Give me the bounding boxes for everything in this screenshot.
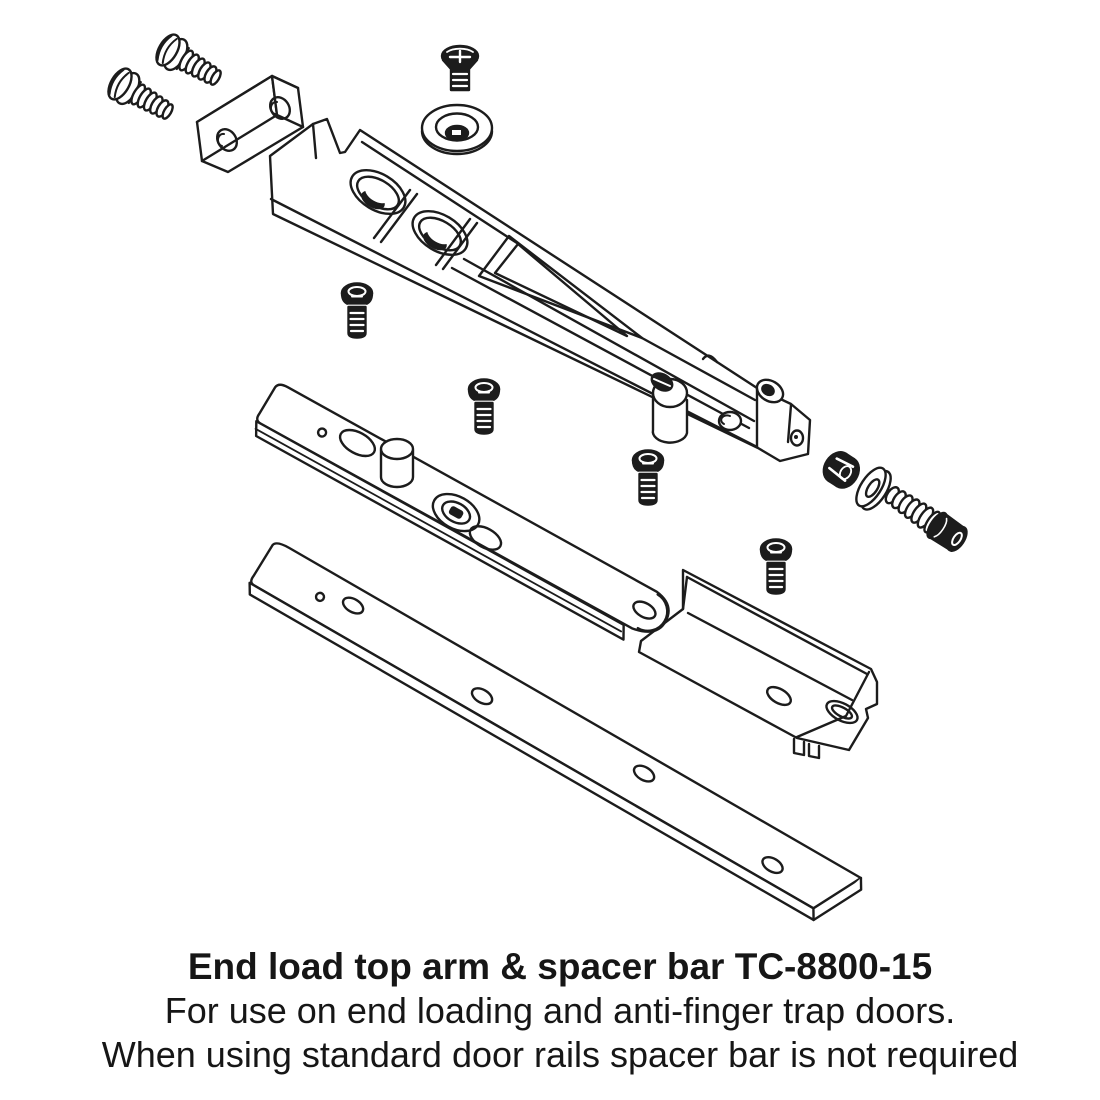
end-bracket xyxy=(637,568,879,760)
spacer-bar-with-pin xyxy=(254,383,670,641)
button-screw-1 xyxy=(340,282,374,339)
hex-nut xyxy=(822,451,861,489)
caption: End load top arm & spacer bar TC-8800-15… xyxy=(0,944,1100,1077)
pan-head-screw-1 xyxy=(150,29,229,96)
locating-pin xyxy=(379,437,415,489)
cup-washer xyxy=(420,103,494,156)
clamp-block xyxy=(195,74,305,174)
caption-title: End load top arm & spacer bar TC-8800-15 xyxy=(187,946,933,987)
top-arm xyxy=(268,117,812,463)
spacer-bar-long xyxy=(248,542,863,922)
socket-cap-screw xyxy=(884,486,968,552)
flat-washer xyxy=(855,466,892,511)
caption-line-2: When using standard door rails spacer ba… xyxy=(101,1034,1019,1075)
pan-head-screw-2 xyxy=(102,63,181,130)
button-screw-4 xyxy=(759,538,793,595)
button-screw-2 xyxy=(467,378,501,435)
countersunk-screw xyxy=(440,44,480,92)
button-screw-3 xyxy=(631,449,665,506)
caption-line-1: For use on end loading and anti-finger t… xyxy=(164,990,956,1031)
